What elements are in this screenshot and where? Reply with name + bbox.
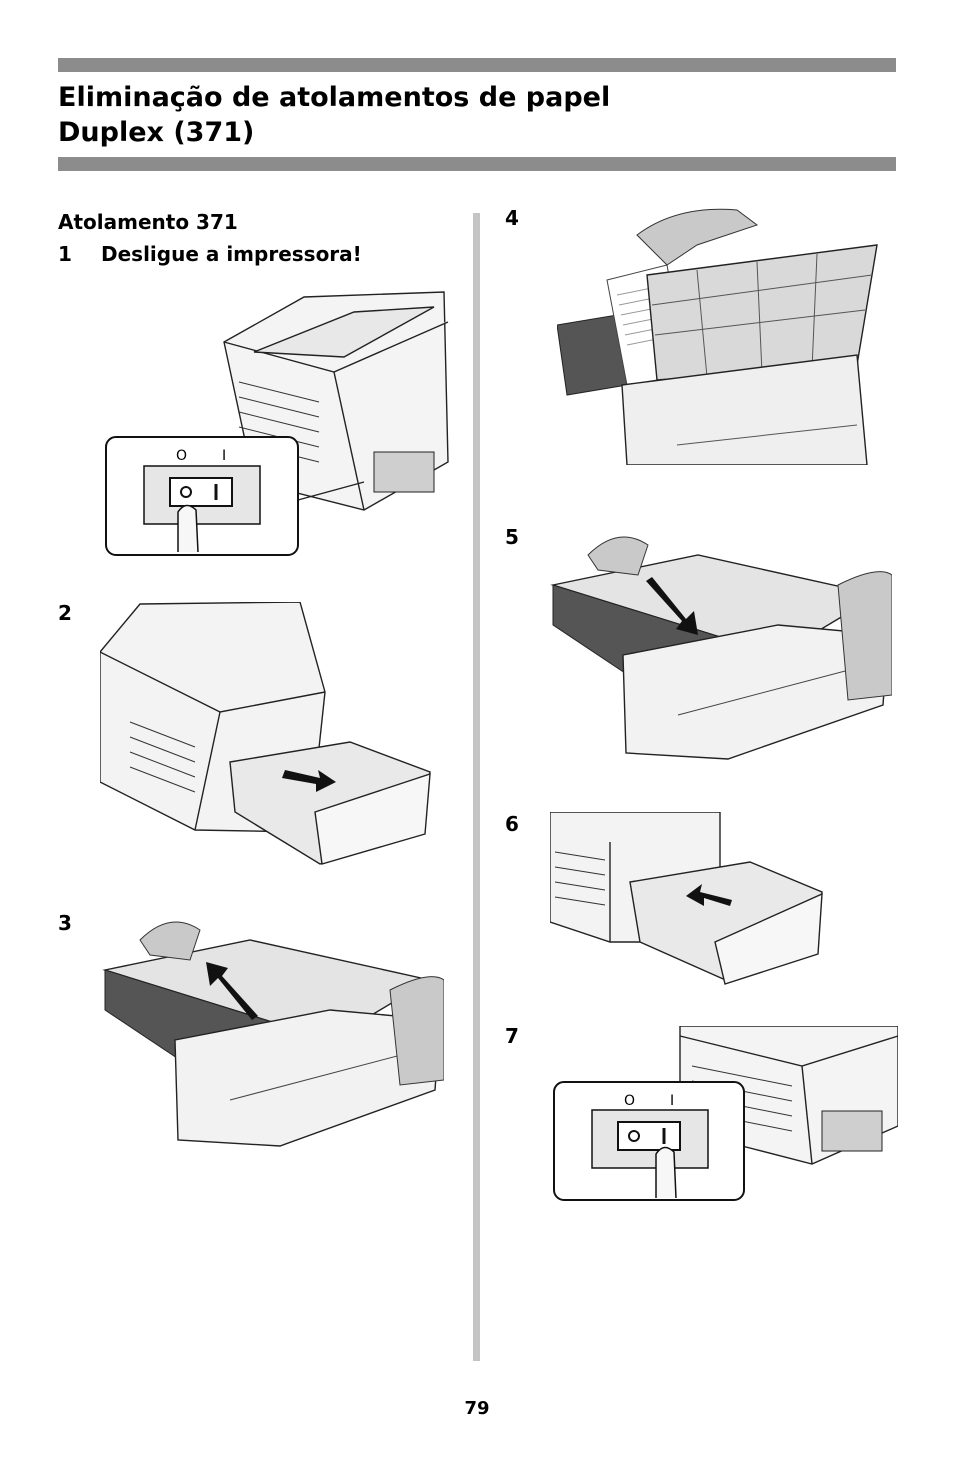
- reinsert-duplex-unit-illustration: [550, 812, 823, 985]
- step-1-text: Desligue a impressora!: [101, 242, 362, 266]
- step-3-number: 3: [58, 911, 72, 935]
- column-divider: [473, 213, 480, 1361]
- step-4-number: 4: [505, 206, 519, 230]
- step-2-number: 2: [58, 601, 72, 625]
- step-5-number: 5: [505, 525, 519, 549]
- switch-label-on: I: [222, 448, 226, 464]
- switch-label-off: O: [176, 448, 187, 464]
- step-6-number: 6: [505, 812, 519, 836]
- close-duplex-cover-illustration: [550, 536, 892, 760]
- header-rule-bottom: [58, 157, 896, 171]
- switch-label-off-step7: O: [624, 1093, 635, 1109]
- section-heading: Atolamento 371: [58, 210, 238, 234]
- switch-label-on-step7: I: [670, 1093, 674, 1109]
- remove-jammed-paper-illustration: [557, 208, 878, 465]
- title-line-1: Eliminação de atolamentos de papel: [58, 82, 611, 113]
- step-1-number: 1: [58, 242, 72, 266]
- header-rule-top: [58, 58, 896, 72]
- printer-power-switch-off-illustration: O I: [105, 291, 449, 556]
- open-duplex-unit-illustration: [100, 602, 431, 865]
- step-7-number: 7: [505, 1024, 519, 1048]
- title-line-2: Duplex (371): [58, 117, 255, 148]
- page-title: Eliminação de atolamentos de papel Duple…: [58, 80, 610, 150]
- lift-duplex-cover-illustration: [102, 921, 444, 1147]
- printer-power-switch-on-illustration: O I: [553, 1026, 898, 1201]
- page-number: 79: [464, 1398, 490, 1419]
